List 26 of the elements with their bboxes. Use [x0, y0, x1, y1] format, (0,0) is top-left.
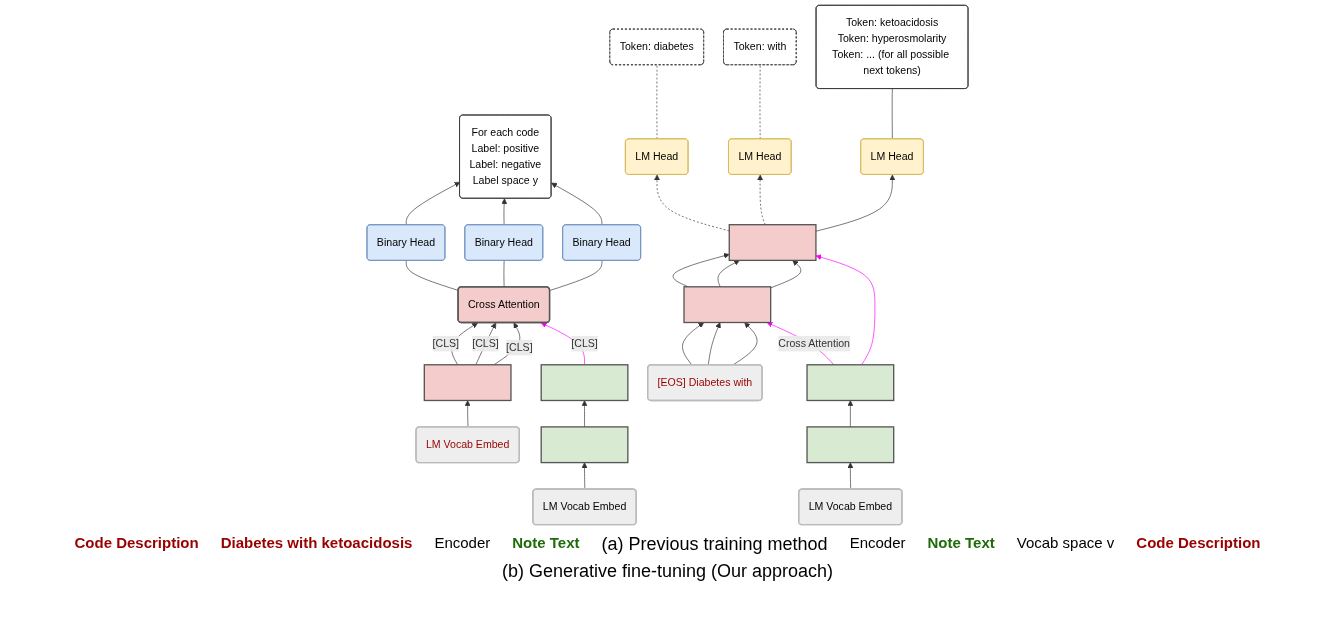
label-text: Vocab space v: [1016, 534, 1115, 553]
edge-label: [CLS]: [571, 337, 598, 349]
node-bar: [540, 364, 629, 402]
node-bar: [806, 426, 895, 464]
node-bar: [540, 426, 629, 464]
node-bar: [683, 286, 772, 324]
edge-label: [CLS]: [506, 341, 533, 353]
connector: [503, 260, 505, 288]
edge-label: [CLS]: [432, 337, 460, 349]
node-bar: [806, 364, 895, 402]
node-bar: [728, 224, 817, 262]
label-text: Diabetes with ketoacidosis: [220, 534, 413, 553]
node-bar: [423, 364, 512, 402]
label-text: Note Text: [512, 534, 580, 553]
label-text: Encoder: [434, 534, 491, 553]
label-text: Code Description: [1136, 534, 1261, 553]
edge-label: [CLS]: [472, 337, 499, 349]
caption-text: (b) Generative fine-tuning (Our approach): [501, 561, 834, 582]
caption-text: (a) Previous training method: [601, 534, 828, 555]
connector: [405, 260, 459, 291]
connector: [549, 260, 603, 291]
edge-label: Cross Attention: [778, 337, 850, 349]
label-text: Note Text: [927, 534, 995, 553]
label-text: Code Description: [74, 534, 199, 553]
label-text: Encoder: [849, 534, 906, 553]
connector: [891, 88, 893, 140]
